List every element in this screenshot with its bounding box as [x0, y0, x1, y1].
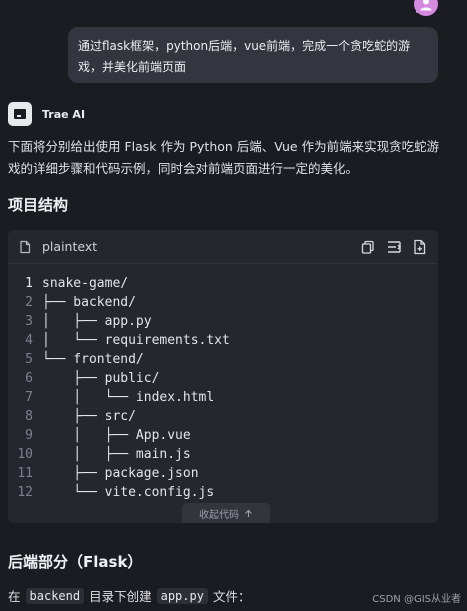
code-text: │ ├── main.js [42, 447, 191, 462]
code-line: 1 snake-game/ [8, 274, 438, 293]
code-line: 11 ├── package.json [8, 464, 438, 483]
collapse-code-button[interactable]: 收起代码 [182, 503, 270, 523]
line-number: 9 [25, 428, 33, 443]
code-line: 5 └── frontend/ [8, 350, 438, 369]
user-message-bubble: 通过flask框架，python后端，vue前端，完成一个贪吃蛇的游戏，并美化前… [68, 27, 438, 83]
code-text: │ ├── app.py [42, 314, 152, 329]
code-text: snake-game/ [42, 276, 129, 291]
code-line: 2 ├── backend/ [8, 293, 438, 312]
line-number: 7 [25, 390, 33, 405]
code-text: ├── src/ [42, 409, 136, 424]
watermark: CSDN @GIS从业者 [372, 594, 461, 605]
inline-code-backend: backend [25, 587, 85, 604]
code-language: plaintext [42, 239, 98, 254]
line-number: 6 [25, 371, 33, 386]
code-text: │ ├── App.vue [42, 428, 191, 443]
user-message-text: 通过flask框架，python后端，vue前端，完成一个贪吃蛇的游戏，并美化前… [78, 39, 411, 74]
code-text: │ └── requirements.txt [42, 333, 230, 348]
code-line: 12 └── vite.config.js [8, 483, 438, 502]
code-line: 4 │ └── requirements.txt [8, 331, 438, 350]
line-number: 1 [25, 276, 33, 291]
code-block: plaintext 1 snake-game/2 ├── backend/3 │ ├─… [8, 230, 438, 523]
code-line: 9 │ ├── App.vue [8, 426, 438, 445]
insert-code-icon[interactable] [386, 239, 402, 255]
line-number: 11 [17, 466, 33, 481]
person-icon [420, 0, 432, 11]
backend-instruction: 在 backend 目录下创建 app.py 文件： [8, 586, 250, 605]
file-icon [20, 240, 31, 253]
code-line: 10 │ ├── main.js [8, 445, 438, 464]
line-number: 5 [25, 352, 33, 367]
assistant-name: Trae AI [42, 107, 86, 121]
instruction-prefix: 在 [8, 589, 21, 604]
copy-icon[interactable] [360, 239, 376, 255]
collapse-code-label: 收起代码 [199, 509, 239, 521]
code-line: 6 ├── public/ [8, 369, 438, 388]
new-file-icon[interactable] [412, 239, 428, 255]
section-title-structure: 项目结构 [8, 196, 69, 214]
instruction-suffix: 文件： [212, 589, 251, 604]
line-number: 2 [25, 295, 33, 310]
section-title-backend: 后端部分（Flask） [8, 553, 143, 571]
code-block-header: plaintext [8, 230, 438, 264]
code-text: └── frontend/ [42, 352, 144, 367]
code-text: ├── backend/ [42, 295, 136, 310]
code-line: 3 │ ├── app.py [8, 312, 438, 331]
code-line: 8 ├── src/ [8, 407, 438, 426]
line-number: 4 [25, 333, 33, 348]
code-body: 1 snake-game/2 ├── backend/3 │ ├── app.py 4 │… [8, 274, 438, 502]
assistant-header: Trae AI [8, 102, 85, 126]
assistant-intro: 下面将分别给出使用 Flask 作为 Python 后端、Vue 作为前端来实现… [8, 139, 440, 176]
line-number: 12 [17, 485, 33, 500]
line-number: 10 [17, 447, 33, 462]
code-text: │ └── index.html [42, 390, 215, 405]
instruction-middle: 目录下创建 [89, 589, 152, 604]
line-number: 8 [25, 409, 33, 424]
arrow-up-icon [245, 509, 252, 517]
inline-code-app-py: app.py [156, 587, 208, 604]
code-text: ├── public/ [42, 371, 160, 386]
trae-logo-icon [8, 102, 32, 126]
user-avatar[interactable] [414, 0, 438, 16]
code-line: 7 │ └── index.html [8, 388, 438, 407]
code-text: ├── package.json [42, 466, 199, 481]
line-number: 3 [25, 314, 33, 329]
code-text: └── vite.config.js [42, 485, 215, 500]
